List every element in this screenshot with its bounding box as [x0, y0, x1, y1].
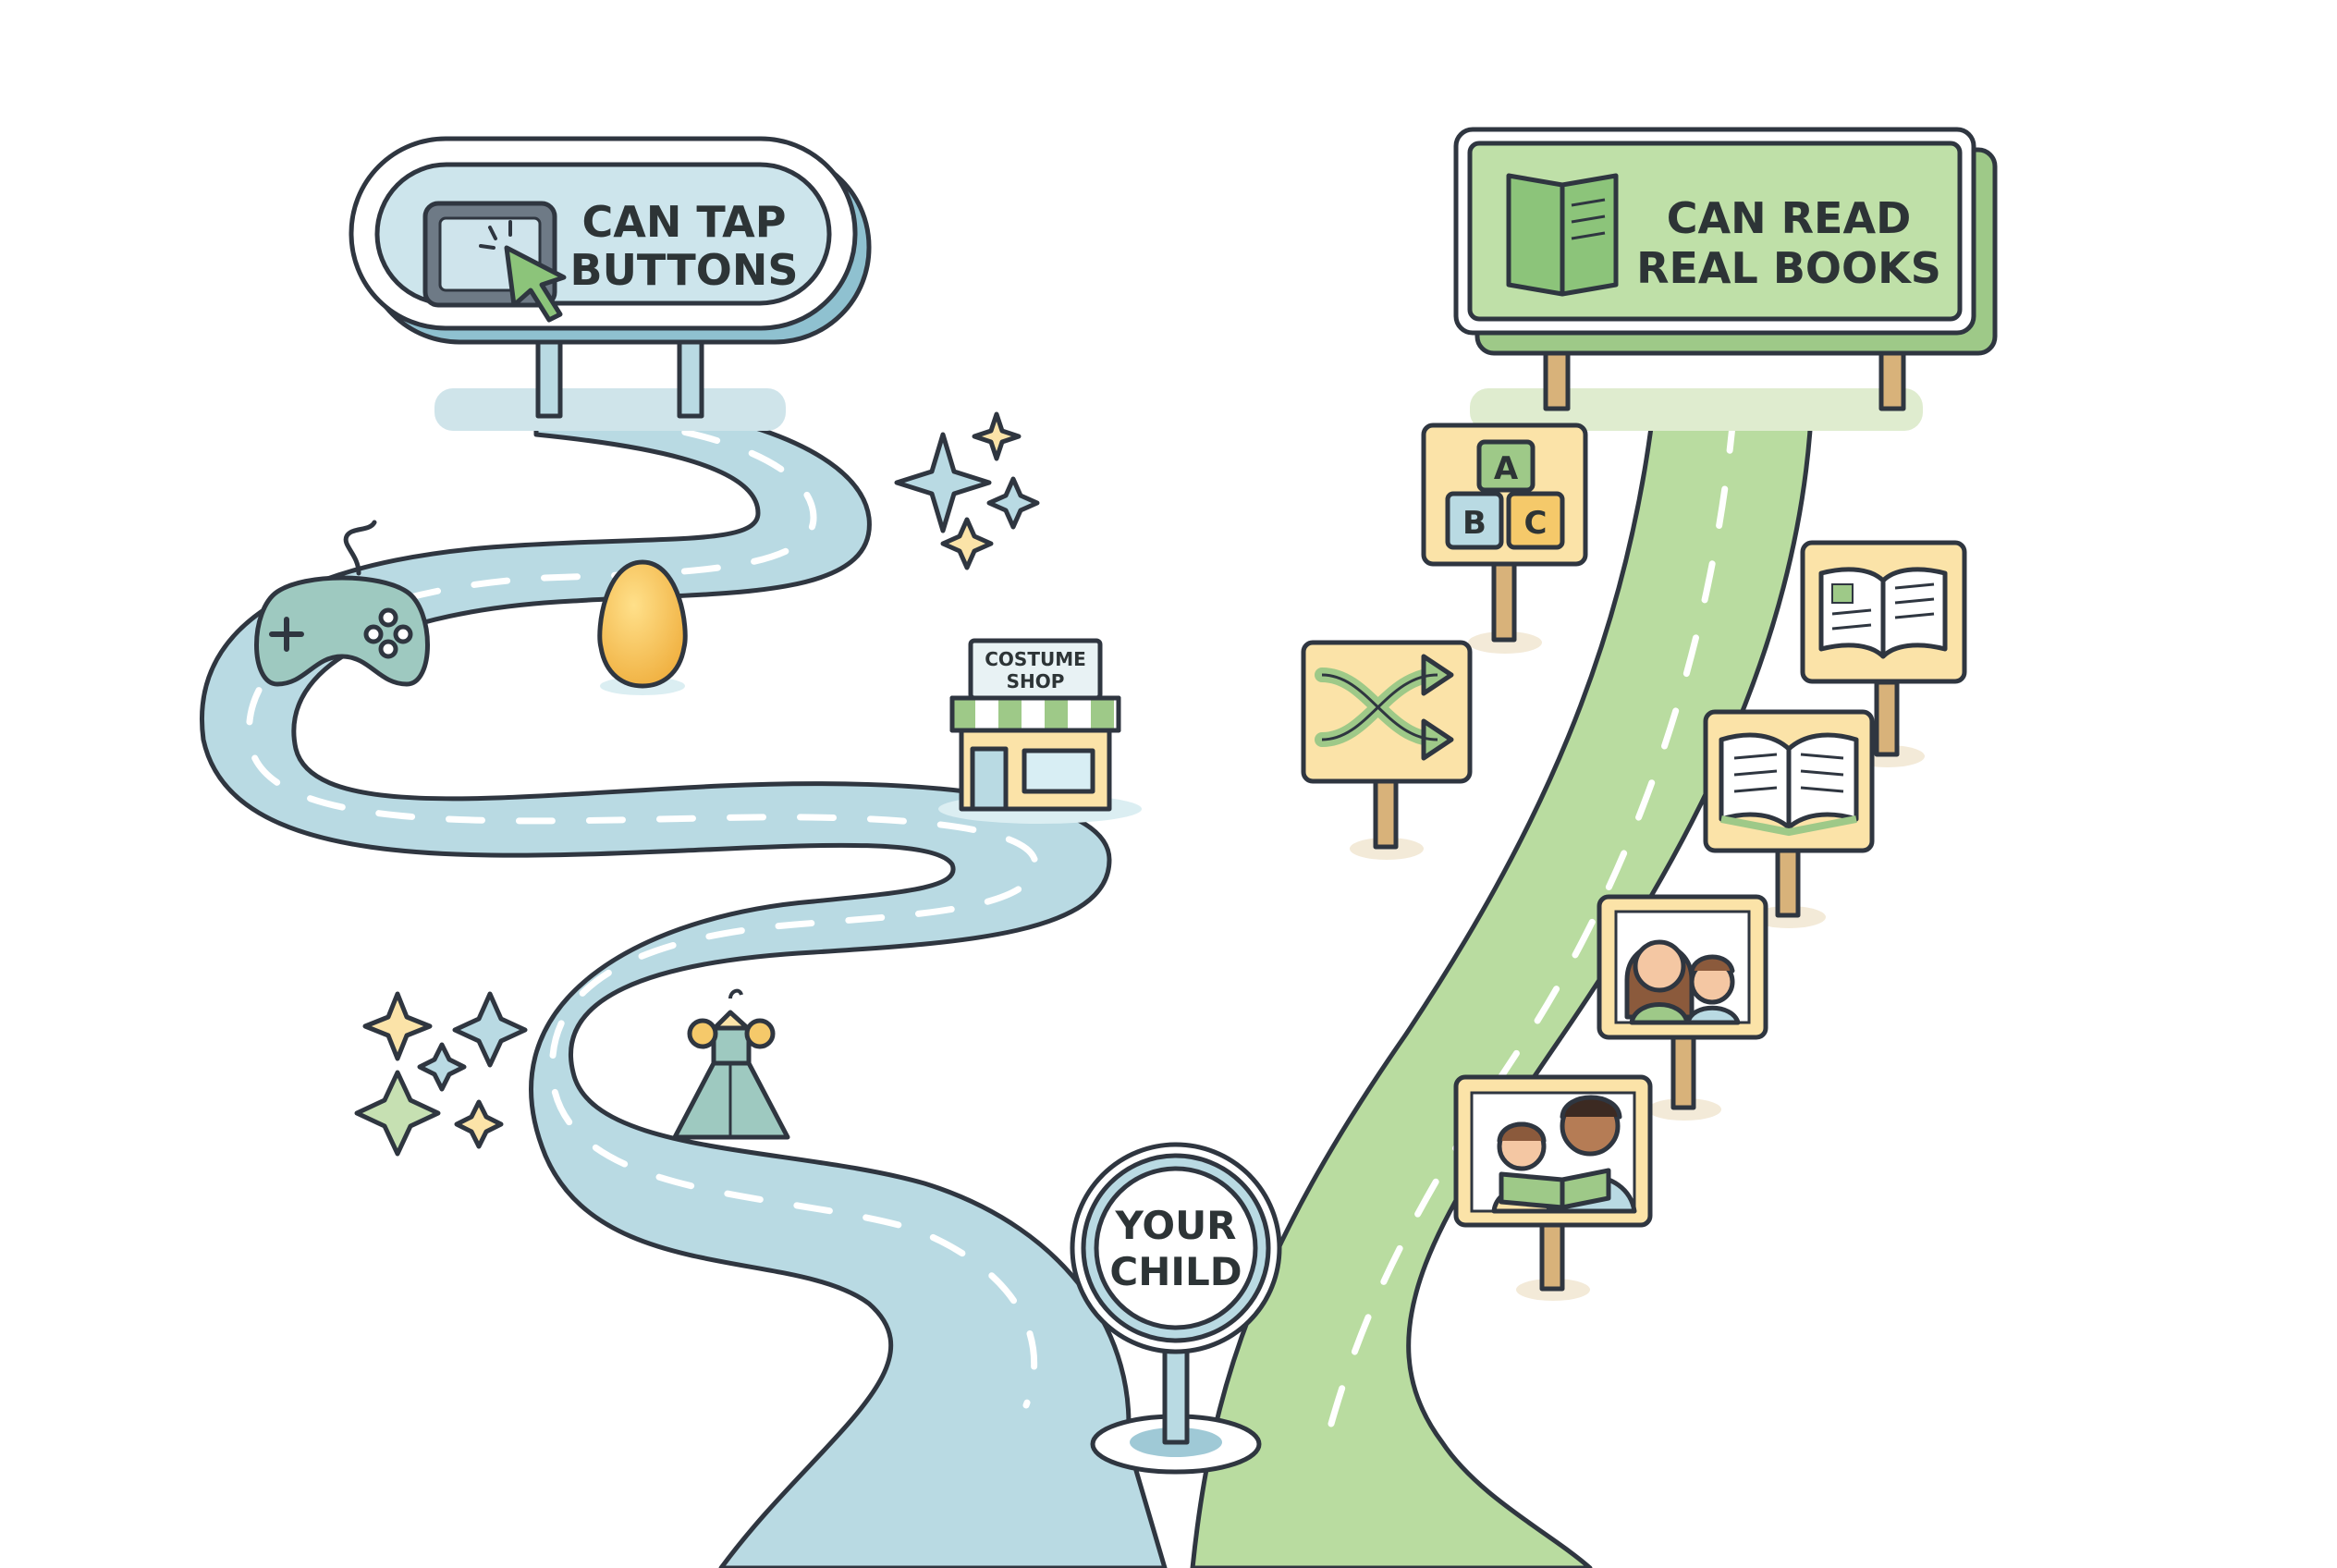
sparkle-icon	[354, 991, 528, 1157]
green-road	[1190, 395, 1815, 1568]
block-a: A	[1494, 450, 1519, 487]
can-tap-buttons-sign: CAN TAP BUTTONS	[349, 136, 872, 419]
left-sign-shadow	[434, 388, 786, 431]
shuffle-arrows-icon	[1315, 654, 1454, 761]
open-book-icon	[1719, 732, 1859, 837]
left-sign-line1: CAN TAP	[582, 197, 787, 247]
open-book-icon	[1818, 567, 1948, 659]
can-read-real-books-sign: CAN READ REAL BOOKS	[1453, 127, 1998, 411]
parent-child-icon	[1614, 910, 1751, 1025]
parent-child-reading-sign	[1453, 1074, 1653, 1301]
block-c: C	[1524, 505, 1548, 542]
shuffle-arrows-sign	[1301, 640, 1473, 860]
right-sign-shadow	[1470, 388, 1923, 431]
sparkle-icon	[894, 411, 1040, 570]
golden-egg-icon	[597, 559, 688, 695]
princess-dress-icon	[672, 988, 790, 1140]
game-controller-icon	[254, 520, 430, 687]
parent-child-reading-icon	[1470, 1091, 1637, 1214]
costume-shop-icon: COSTUME SHOP	[938, 638, 1142, 824]
open-book-sign-2	[1703, 709, 1875, 928]
your-child-marker: YOUR CHILD	[1070, 1142, 1282, 1475]
shop-sign-line1: COSTUME	[985, 648, 1086, 670]
abc-blocks-sign: A B C	[1421, 423, 1588, 654]
open-book-sign-1	[1800, 540, 1967, 767]
center-sign-line1: YOUR	[1114, 1203, 1236, 1248]
right-sign-line2: REAL BOOKS	[1636, 243, 1941, 293]
center-sign-line2: CHILD	[1109, 1249, 1242, 1294]
block-b: B	[1462, 505, 1487, 542]
blue-winding-road	[200, 395, 1168, 1568]
left-sign-line2: BUTTONS	[570, 245, 799, 295]
tablet-cursor-icon	[422, 201, 567, 323]
shop-sign-line2: SHOP	[1007, 670, 1065, 692]
open-book-icon	[1506, 173, 1619, 297]
right-sign-line1: CAN READ	[1667, 193, 1912, 243]
parent-child-sign	[1597, 894, 1768, 1121]
abc-blocks-icon: A B C	[1445, 439, 1565, 550]
